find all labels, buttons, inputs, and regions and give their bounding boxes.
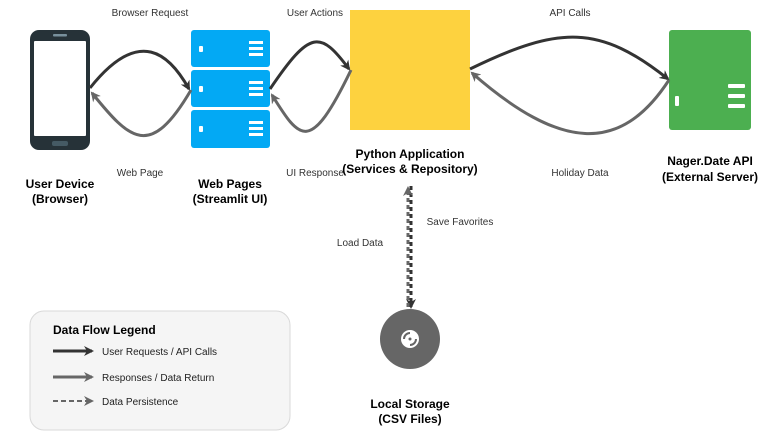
nager-api-title: Nager.Date API	[667, 154, 753, 168]
api-calls-label: API Calls	[549, 8, 590, 19]
python-app-title: Python Application	[356, 147, 465, 161]
legend-box	[29, 310, 291, 431]
local-storage-title: Local Storage	[370, 397, 450, 411]
user-actions-arrow	[268, 40, 351, 90]
legend: Data Flow Legend User Requests / API Cal…	[29, 310, 291, 431]
local-storage-node: Local Storage (CSV Files)	[370, 309, 450, 426]
web-pages-title: Web Pages	[198, 177, 262, 191]
save-favorites-label: Save Favorites	[427, 217, 494, 228]
api-calls-arrow	[469, 35, 670, 81]
user-device-node: User Device (Browser)	[26, 30, 95, 206]
user-device-subtitle: (Browser)	[32, 192, 88, 206]
user-actions-label: User Actions	[287, 8, 343, 19]
ui-response-arrow	[270, 69, 353, 133]
nager-api-subtitle: (External Server)	[662, 170, 758, 184]
load-data-label: Load Data	[337, 238, 384, 249]
smartphone-icon	[30, 30, 90, 150]
holiday-data-arrow	[470, 71, 671, 136]
local-storage-subtitle: (CSV Files)	[378, 412, 441, 426]
storage-disk-icon	[380, 309, 440, 369]
python-app-subtitle: (Services & Repository)	[342, 162, 477, 176]
user-device-title: User Device	[26, 177, 95, 191]
browser-request-label: Browser Request	[112, 8, 189, 19]
legend-item-responses: Responses / Data Return	[102, 373, 214, 384]
legend-title: Data Flow Legend	[53, 323, 156, 337]
web-page-label: Web Page	[117, 168, 164, 179]
web-pages-node: Web Pages (Streamlit UI)	[191, 30, 270, 206]
web-pages-subtitle: (Streamlit UI)	[193, 192, 268, 206]
web-page-return-arrow	[90, 89, 193, 137]
browser-request-arrow	[88, 49, 191, 91]
external-server-icon	[669, 30, 751, 130]
python-app-box	[350, 10, 470, 130]
legend-item-requests: User Requests / API Calls	[102, 347, 217, 358]
holiday-data-label: Holiday Data	[551, 168, 609, 179]
ui-response-label: UI Response	[286, 168, 344, 179]
legend-item-persistence: Data Persistence	[102, 397, 179, 408]
nager-api-node: Nager.Date API (External Server)	[662, 30, 758, 184]
python-app-node: Python Application (Services & Repositor…	[342, 10, 478, 176]
server-stack-icon	[191, 30, 270, 148]
